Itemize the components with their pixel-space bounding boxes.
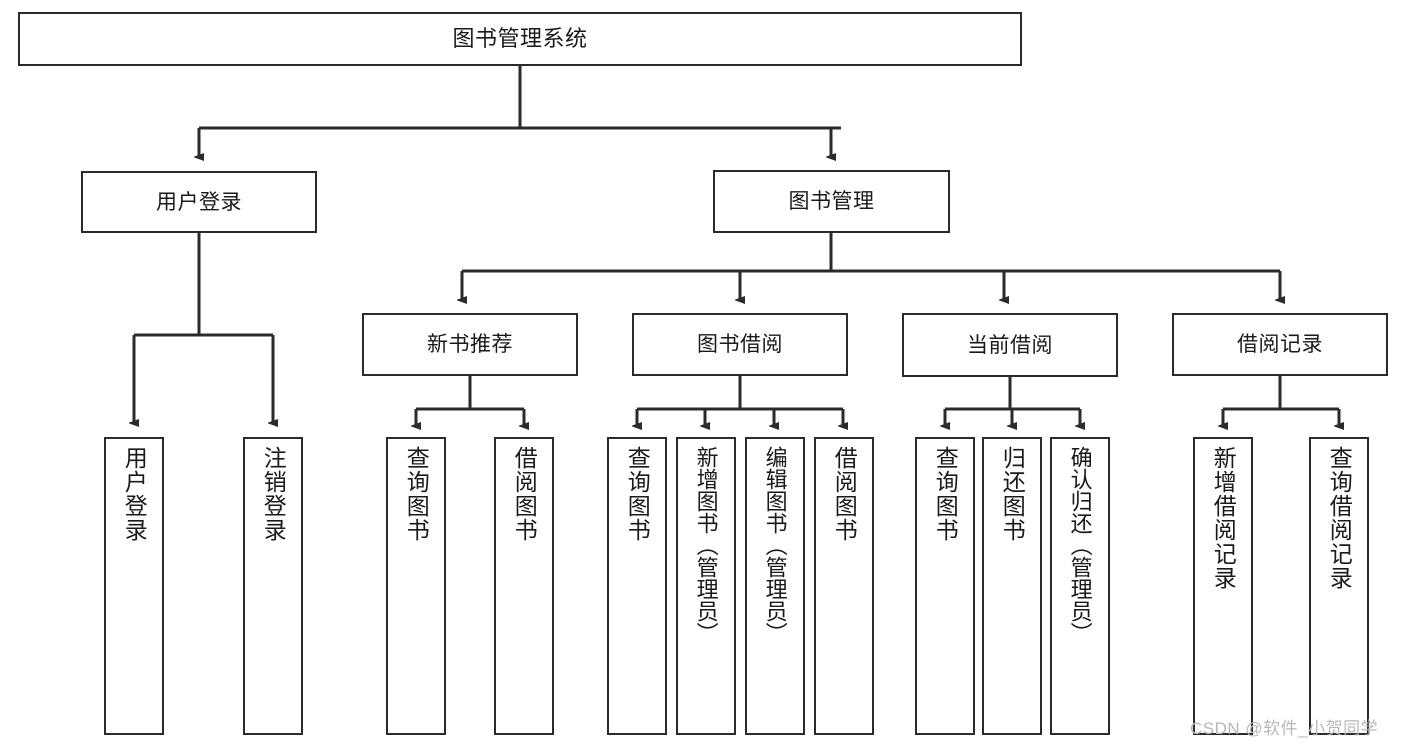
node-label: 新增借阅记录 <box>1210 446 1237 590</box>
node-book-management[interactable]: 图书管理 <box>713 170 950 233</box>
node-label: 用户登录 <box>156 190 242 214</box>
node-label: 查询图书 <box>624 446 651 542</box>
node-label: 借阅记录 <box>1237 333 1323 356</box>
node-label: 查询借阅记录 <box>1326 446 1353 590</box>
node-user-login[interactable]: 用户登录 <box>81 171 317 233</box>
node-label: 图书管理系统 <box>452 26 588 51</box>
node-label: 新书推荐 <box>427 333 513 356</box>
node-label: 新增图书（管理员） <box>693 446 719 644</box>
leaf-edit-book-admin[interactable]: 编辑图书（管理员） <box>745 437 805 735</box>
watermark-text: CSDN @软件_小贺同学 <box>1190 719 1379 738</box>
node-label: 借阅图书 <box>831 446 858 542</box>
leaf-query-book-recommend[interactable]: 查询图书 <box>386 437 446 735</box>
leaf-borrow-book[interactable]: 借阅图书 <box>814 437 874 735</box>
node-current-borrow[interactable]: 当前借阅 <box>902 313 1118 377</box>
node-book-borrow[interactable]: 图书借阅 <box>632 313 848 376</box>
node-root-book-management-system[interactable]: 图书管理系统 <box>18 12 1022 66</box>
leaf-query-book-borrow[interactable]: 查询图书 <box>607 437 667 735</box>
leaf-confirm-return-admin[interactable]: 确认归还（管理员） <box>1050 437 1110 735</box>
leaf-query-borrow-record[interactable]: 查询借阅记录 <box>1309 437 1369 735</box>
node-label: 查询图书 <box>932 446 959 542</box>
leaf-add-book-admin[interactable]: 新增图书（管理员） <box>676 437 736 735</box>
leaf-add-borrow-record[interactable]: 新增借阅记录 <box>1193 437 1253 735</box>
leaf-query-book-current[interactable]: 查询图书 <box>915 437 975 735</box>
node-label: 编辑图书（管理员） <box>762 446 788 644</box>
node-label: 确认归还（管理员） <box>1067 446 1093 644</box>
node-label: 注销登录 <box>260 446 287 542</box>
node-borrow-record[interactable]: 借阅记录 <box>1172 313 1388 376</box>
node-label: 用户登录 <box>121 446 148 542</box>
leaf-return-book[interactable]: 归还图书 <box>982 437 1042 735</box>
leaf-user-login[interactable]: 用户登录 <box>104 437 164 735</box>
node-label: 图书借阅 <box>697 333 783 356</box>
leaf-borrow-book-recommend[interactable]: 借阅图书 <box>494 437 554 735</box>
leaf-logout[interactable]: 注销登录 <box>243 437 303 735</box>
node-label: 借阅图书 <box>511 446 538 542</box>
node-label: 查询图书 <box>403 446 430 542</box>
node-new-book-recommend[interactable]: 新书推荐 <box>362 313 578 376</box>
node-label: 当前借阅 <box>967 333 1053 357</box>
node-label: 图书管理 <box>788 190 875 213</box>
node-label: 归还图书 <box>999 446 1026 542</box>
